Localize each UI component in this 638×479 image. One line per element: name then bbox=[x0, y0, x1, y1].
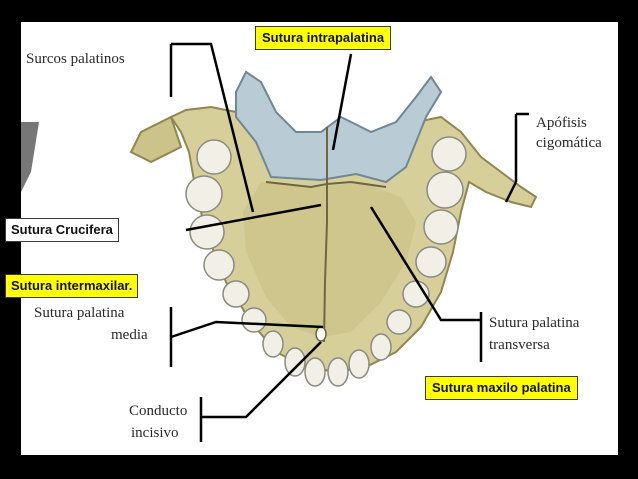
tooth bbox=[327, 357, 349, 387]
apofisis-label-1: Apófisis bbox=[536, 115, 587, 131]
incisive-foramen bbox=[315, 326, 327, 342]
midline-suture bbox=[323, 127, 328, 343]
leader-apofisis bbox=[504, 112, 529, 203]
leader-crucifera bbox=[185, 203, 322, 232]
tooth bbox=[262, 330, 284, 358]
slide: Surcos palatinos Apófisis cigomática Sut… bbox=[21, 22, 618, 455]
tooth bbox=[185, 175, 223, 213]
tooth bbox=[222, 280, 250, 308]
callout-intermaxilar: Sutura intermaxilar. bbox=[5, 274, 139, 298]
conducto-label-2: incisivo bbox=[131, 425, 179, 441]
surcos-label: Surcos palatinos bbox=[26, 51, 125, 67]
conducto-label-1: Conducto bbox=[129, 403, 188, 419]
tooth bbox=[426, 171, 464, 209]
tooth bbox=[431, 136, 467, 172]
tooth bbox=[196, 139, 232, 175]
tooth bbox=[304, 357, 326, 387]
transverse-suture bbox=[265, 180, 387, 189]
tooth bbox=[203, 249, 235, 281]
transversa-label-2: transversa bbox=[489, 337, 550, 353]
teeth bbox=[185, 136, 467, 387]
leader-lines bbox=[169, 42, 529, 442]
callout-intrapalatina: Sutura intrapalatina bbox=[255, 26, 392, 50]
palate-shadow bbox=[243, 182, 416, 337]
callout-crucifera: Sutura Crucifera bbox=[5, 218, 119, 242]
transversa-label-1: Sutura palatina bbox=[489, 315, 580, 331]
tooth bbox=[189, 214, 225, 250]
callout-maxilo-palatina: Sutura maxilo palatina bbox=[425, 376, 578, 400]
tooth bbox=[386, 309, 412, 335]
leader-conducto bbox=[199, 341, 322, 442]
leader-surcos bbox=[169, 42, 255, 213]
maxilla-illustration bbox=[21, 42, 538, 442]
tooth bbox=[241, 307, 267, 333]
leader-transversa bbox=[369, 206, 483, 362]
edge-shadow bbox=[21, 122, 39, 192]
tooth bbox=[348, 349, 370, 379]
tooth bbox=[423, 209, 459, 245]
palatina-media-label-2: media bbox=[111, 327, 148, 343]
tooth bbox=[284, 347, 306, 377]
left-zygomatic-process bbox=[129, 115, 183, 164]
tooth bbox=[415, 246, 447, 278]
apofisis-label-2: cigomática bbox=[536, 135, 602, 151]
leader-intrapalatina bbox=[331, 53, 353, 151]
palatina-media-label-1: Sutura palatina bbox=[34, 305, 125, 321]
tooth bbox=[370, 333, 392, 361]
leader-palatina-media bbox=[169, 307, 324, 367]
